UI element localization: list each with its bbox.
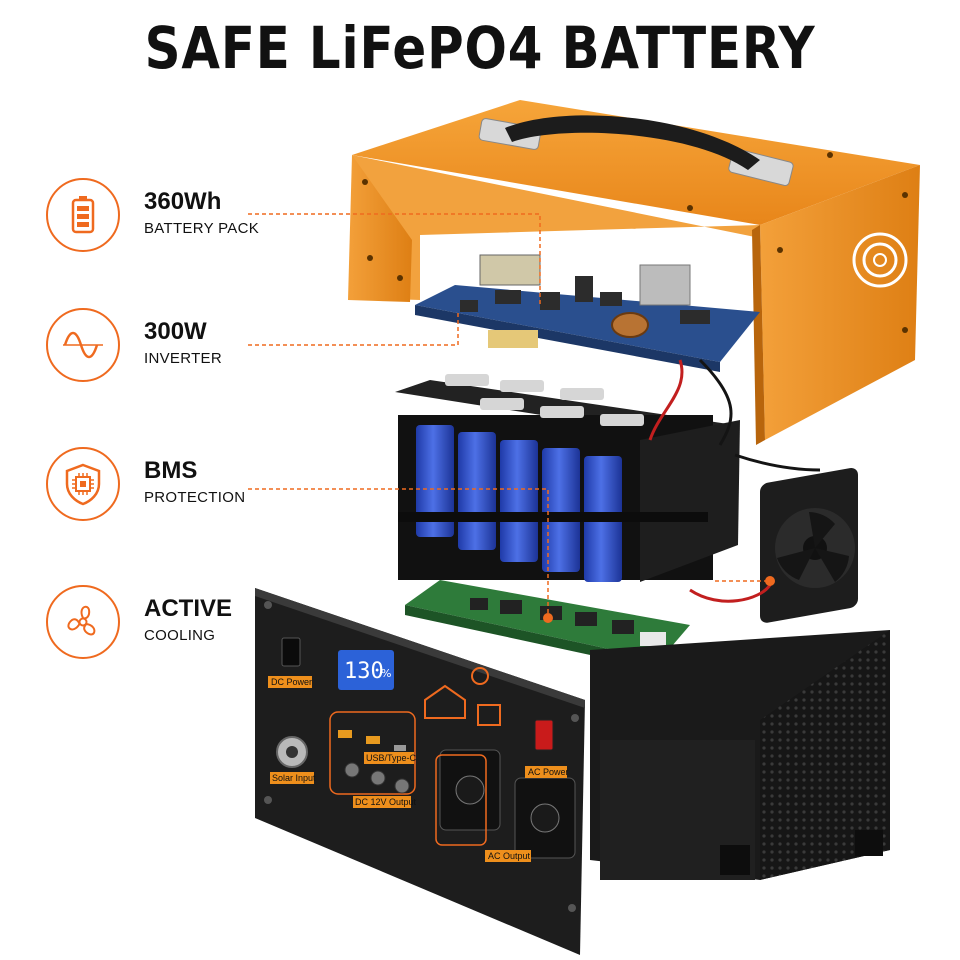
feature-icon-circle <box>46 585 120 659</box>
label-solar-input: Solar Input <box>272 773 316 783</box>
feature-icon-circle <box>46 447 120 521</box>
label-dc-power: DC Power <box>271 677 312 687</box>
callout-lines <box>248 213 770 618</box>
feature-title: BMS <box>144 457 198 484</box>
battery-pack <box>395 374 740 582</box>
cooling-fan <box>760 467 858 623</box>
feature-title: ACTIVE <box>144 595 233 622</box>
feature-subtitle: PROTECTION <box>144 489 246 506</box>
panel-display-value: 130 <box>344 659 384 684</box>
front-panel: 130 % DC Power Solar Input USB/Type-C D <box>255 588 585 955</box>
orange-shell <box>348 100 920 445</box>
label-ac-output: AC Output <box>488 851 531 861</box>
fan-icon <box>67 605 96 636</box>
label-ac-power: AC Power <box>528 767 569 777</box>
black-chassis <box>590 630 890 880</box>
label-dc-12v-output: DC 12V Output <box>355 797 417 807</box>
feature-inverter: 300W INVERTER <box>46 308 306 388</box>
battery-icon <box>71 196 95 234</box>
feature-bms: BMS PROTECTION <box>46 447 306 527</box>
feature-icon-circle <box>46 308 120 382</box>
panel-display-unit: % <box>381 667 391 680</box>
inverter-pcb <box>415 254 760 372</box>
feature-icon-circle <box>46 178 120 252</box>
feature-subtitle: INVERTER <box>144 350 222 367</box>
feature-subtitle: COOLING <box>144 627 216 644</box>
feature-title: 360Wh <box>144 188 222 215</box>
feature-subtitle: BATTERY PACK <box>144 220 260 237</box>
feature-cooling: ACTIVE COOLING <box>46 585 306 665</box>
feature-title: 300W <box>144 318 207 345</box>
chip-shield-icon <box>65 463 101 506</box>
page-title: SAFE LiFePO4 BATTERY <box>144 14 816 82</box>
sine-wave-icon <box>63 331 103 359</box>
feature-battery-pack: 360Wh BATTERY PACK <box>46 178 306 258</box>
label-usb-type-c: USB/Type-C <box>366 753 417 763</box>
